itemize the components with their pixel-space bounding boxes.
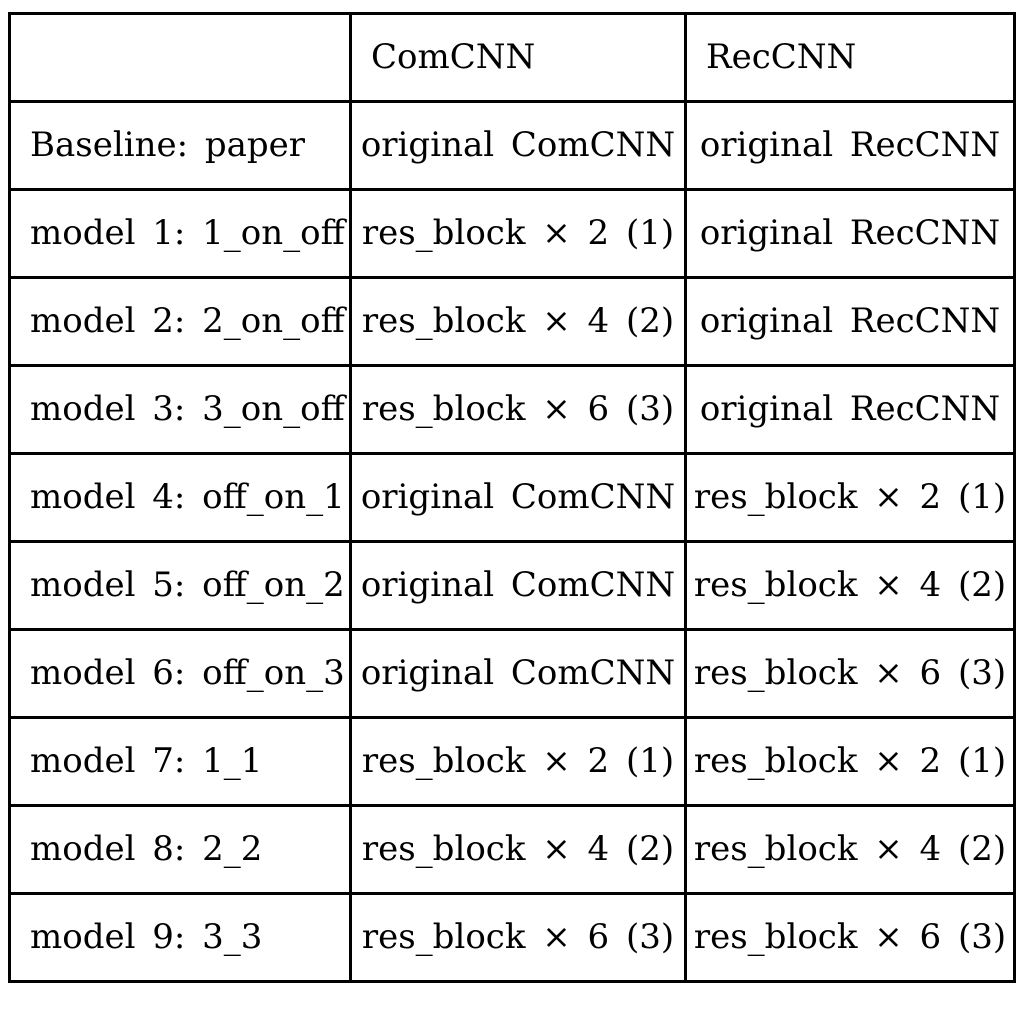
comcnn-value: res_block × 4 (2): [349, 804, 687, 895]
reccnn-value: res_block × 6 (3): [684, 628, 1016, 719]
comcnn-value: original ComCNN: [349, 100, 687, 191]
row-label: model 6: off_on_3: [8, 628, 352, 719]
comcnn-value: res_block × 6 (3): [349, 892, 687, 983]
reccnn-value: res_block × 4 (2): [684, 804, 1016, 895]
row-label: model 8: 2_2: [8, 804, 352, 895]
header-comcnn-cell: ComCNN: [349, 12, 687, 103]
table-row-model-5: model 5: off_on_2 original ComCNN res_bl…: [8, 540, 1016, 631]
table-row-model-3: model 3: 3_on_off res_block × 6 (3) orig…: [8, 364, 1016, 455]
table-row-model-7: model 7: 1_1 res_block × 2 (1) res_block…: [8, 716, 1016, 807]
table-row-model-8: model 8: 2_2 res_block × 4 (2) res_block…: [8, 804, 1016, 895]
reccnn-value: original RecCNN: [684, 188, 1016, 279]
reccnn-value: res_block × 6 (3): [684, 892, 1016, 983]
reccnn-value: res_block × 2 (1): [684, 452, 1016, 543]
comcnn-value: original ComCNN: [349, 628, 687, 719]
comcnn-value: res_block × 4 (2): [349, 276, 687, 367]
model-architecture-table: ComCNN RecCNN Baseline: paper original C…: [8, 12, 1016, 983]
row-label: model 9: 3_3: [8, 892, 352, 983]
reccnn-value: original RecCNN: [684, 276, 1016, 367]
table-row-model-6: model 6: off_on_3 original ComCNN res_bl…: [8, 628, 1016, 719]
reccnn-value: original RecCNN: [684, 100, 1016, 191]
row-label: model 7: 1_1: [8, 716, 352, 807]
comcnn-value: original ComCNN: [349, 540, 687, 631]
comcnn-value: original ComCNN: [349, 452, 687, 543]
comcnn-value: res_block × 6 (3): [349, 364, 687, 455]
row-label: model 5: off_on_2: [8, 540, 352, 631]
table-row-model-1: model 1: 1_on_off res_block × 2 (1) orig…: [8, 188, 1016, 279]
row-label: Baseline: paper: [8, 100, 352, 191]
reccnn-value: res_block × 2 (1): [684, 716, 1016, 807]
comcnn-value: res_block × 2 (1): [349, 716, 687, 807]
header-row: ComCNN RecCNN: [8, 12, 1016, 103]
header-empty-cell: [8, 12, 352, 103]
row-label: model 4: off_on_1: [8, 452, 352, 543]
reccnn-value: original RecCNN: [684, 364, 1016, 455]
row-label: model 3: 3_on_off: [8, 364, 352, 455]
table-row-baseline: Baseline: paper original ComCNN original…: [8, 100, 1016, 191]
table-row-model-4: model 4: off_on_1 original ComCNN res_bl…: [8, 452, 1016, 543]
row-label: model 2: 2_on_off: [8, 276, 352, 367]
reccnn-value: res_block × 4 (2): [684, 540, 1016, 631]
header-reccnn-cell: RecCNN: [684, 12, 1016, 103]
table-row-model-9: model 9: 3_3 res_block × 6 (3) res_block…: [8, 892, 1016, 983]
table-row-model-2: model 2: 2_on_off res_block × 4 (2) orig…: [8, 276, 1016, 367]
row-label: model 1: 1_on_off: [8, 188, 352, 279]
comcnn-value: res_block × 2 (1): [349, 188, 687, 279]
